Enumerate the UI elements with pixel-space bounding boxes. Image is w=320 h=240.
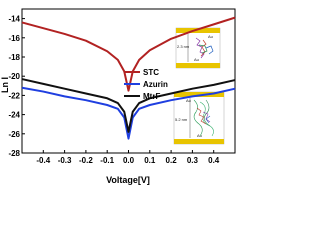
x-tick-label: 0.1 xyxy=(144,156,156,165)
inset-mtrf-top-label: Au xyxy=(186,98,191,103)
inset-stc-molecule xyxy=(195,37,214,59)
legend: STC Azurin MtrF xyxy=(124,68,168,101)
x-tick-label: -0.3 xyxy=(58,156,72,165)
y-tick-label: -16 xyxy=(8,34,20,43)
inset-stc-gap-label: 2.3 nm xyxy=(177,44,190,49)
x-tick-label: -0.1 xyxy=(100,156,114,165)
y-axis-title: Ln I xyxy=(0,77,10,93)
y-tick-label: -14 xyxy=(8,15,20,24)
series-layer xyxy=(21,16,236,140)
chart: -0.4 -0.3 -0.2 -0.1 0.0 0.1 0.2 0.3 0.4 -14 -16 -18… xyxy=(0,8,236,185)
series-line-stc xyxy=(21,16,236,92)
legend-label-mtrf: MtrF xyxy=(143,92,160,101)
y-tick-label: -28 xyxy=(8,149,20,158)
inset-mtrf-bottom-label: Au xyxy=(197,133,202,138)
inset-mtrf-gap-label: 5.2 nm xyxy=(175,117,188,122)
series-line-azurin xyxy=(21,86,236,140)
inset-mtrf-molecule xyxy=(193,99,214,137)
series-line-mtrf xyxy=(21,78,236,133)
y-tick-label: -24 xyxy=(8,111,20,120)
inset-mtrf: Au Au 5.2 nm xyxy=(173,91,225,145)
x-tick-label: -0.2 xyxy=(79,156,93,165)
y-tick-label: -18 xyxy=(8,53,20,62)
inset-stc-bottom-electrode xyxy=(176,63,220,68)
legend-label-azurin: Azurin xyxy=(143,80,168,89)
y-tick-label: -26 xyxy=(8,130,20,139)
x-tick-label: 0.0 xyxy=(123,156,135,165)
x-tick-label: 0.4 xyxy=(208,156,220,165)
x-tick-label: -0.4 xyxy=(36,156,50,165)
inset-stc-top-electrode xyxy=(176,28,220,33)
y-tick-label: -22 xyxy=(8,91,20,100)
y-tick-label: -20 xyxy=(8,72,20,81)
inset-stc-top-label: Au xyxy=(208,34,213,39)
x-axis-title: Voltage[V] xyxy=(106,175,150,185)
axis-ticks: -0.4 -0.3 -0.2 -0.1 0.0 0.1 0.2 0.3 0.4 -14 -16 -18… xyxy=(8,15,219,165)
x-tick-label: 0.2 xyxy=(166,156,178,165)
legend-label-stc: STC xyxy=(143,68,159,77)
inset-mtrf-frame xyxy=(173,91,225,145)
inset-mtrf-bottom-electrode xyxy=(174,139,224,144)
x-tick-label: 0.3 xyxy=(187,156,199,165)
inset-stc-bottom-label: Au xyxy=(194,57,199,62)
